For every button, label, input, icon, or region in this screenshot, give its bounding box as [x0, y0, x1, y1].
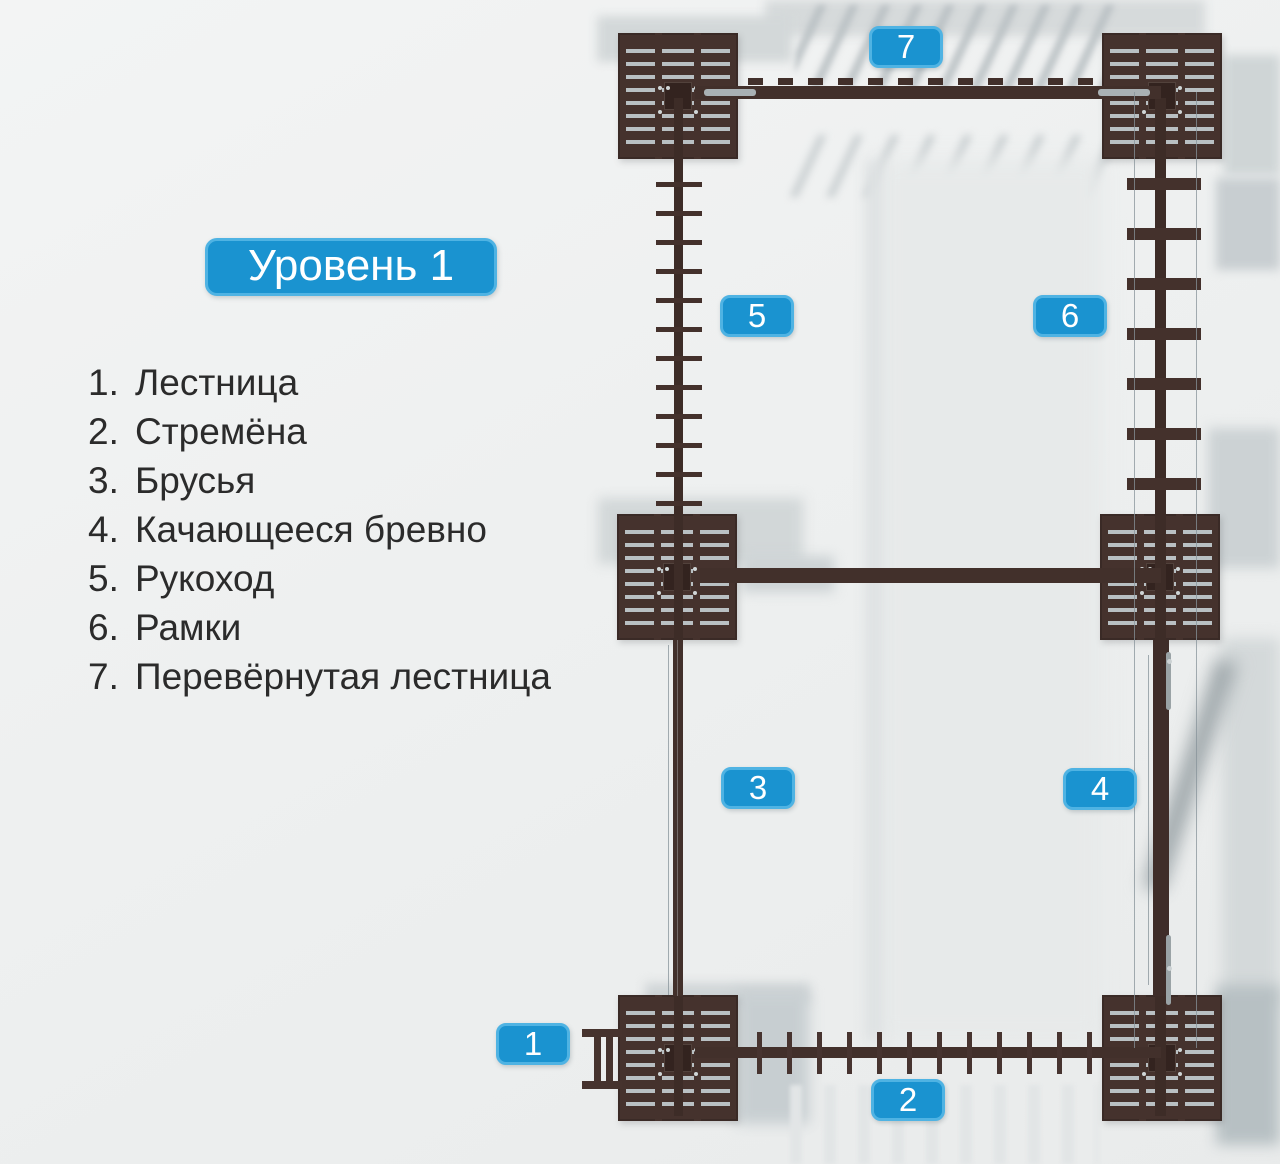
ladder-rung-2 — [606, 1029, 613, 1089]
legend-item-label: Рамки — [135, 607, 242, 648]
ghost-center-panel — [878, 160, 1102, 1040]
marker-7-inverted-ladder: 7 — [869, 26, 943, 68]
beam-latch-left — [704, 89, 756, 96]
legend-item-number: 1. — [88, 362, 119, 403]
legend-item-number: 4. — [88, 509, 119, 550]
legend-item-number: 2. — [88, 411, 119, 452]
frames-crossbars — [1127, 178, 1201, 514]
marker-2-stirrups: 2 — [871, 1079, 945, 1121]
ghost-top-band — [765, 0, 1205, 36]
legend-item-label: Рукоход — [135, 558, 275, 599]
ghost-right-block-bottom — [1216, 985, 1280, 1145]
ghost-center-edge — [866, 160, 882, 1040]
legend-item-number: 6. — [88, 607, 119, 648]
legend-item-6: 6. Рамки — [88, 603, 551, 652]
frames-cable-right — [1196, 92, 1197, 1048]
legend-item-7: 7. Перевёрнутая лестница — [88, 652, 551, 701]
inverted-ladder-beam — [695, 86, 1161, 99]
legend-item-label: Лестница — [135, 362, 299, 403]
legend-list: 1. Лестница 2. Стремёна 3. Брусья 4. Кач… — [88, 358, 551, 701]
level-title-badge: Уровень 1 — [205, 238, 497, 296]
monkey-bars-rungs — [656, 182, 702, 506]
legend-item-label: Стремёна — [135, 411, 307, 452]
legend-item-3: 3. Брусья — [88, 456, 551, 505]
log-pivot-bottom — [1167, 966, 1172, 971]
ghost-right-block-2 — [1216, 178, 1280, 270]
legend-item-label: Качающееся бревно — [135, 509, 487, 550]
left-rail — [674, 98, 683, 1116]
marker-5-monkey-bars: 5 — [720, 295, 794, 337]
ghost-right-block-4 — [1222, 638, 1280, 1006]
frames-cable-left — [1134, 92, 1135, 1048]
beam-latch-right — [1098, 89, 1150, 96]
right-rail — [1155, 98, 1166, 1116]
legend-item-number: 3. — [88, 460, 119, 501]
marker-4-swinging-log: 4 — [1063, 768, 1137, 810]
log-cable — [1148, 655, 1149, 985]
legend-item-number: 5. — [88, 558, 119, 599]
legend-item-5: 5. Рукоход — [88, 554, 551, 603]
legend-item-2: 2. Стремёна — [88, 407, 551, 456]
middle-beam — [700, 568, 1161, 583]
marker-3-parallel-bars: 3 — [721, 767, 795, 809]
ladder-rail-top — [582, 1029, 622, 1037]
legend-item-1: 1. Лестница — [88, 358, 551, 407]
log-pivot-top — [1167, 659, 1172, 664]
legend-item-label: Брусья — [135, 460, 256, 501]
inverted-ladder-rungs — [748, 78, 1098, 85]
ghost-right-block-1 — [1224, 55, 1280, 175]
ghost-hatch-lower — [790, 135, 1110, 197]
marker-6-frames: 6 — [1033, 295, 1107, 337]
stirrups-ticks — [757, 1032, 1097, 1074]
marker-1-ladder: 1 — [496, 1023, 570, 1065]
legend-item-label: Перевёрнутая лестница — [135, 656, 551, 697]
parallel-bars-cable — [668, 645, 669, 995]
ladder-rung-1 — [594, 1029, 601, 1089]
parallel-bars — [673, 640, 683, 996]
legend-item-number: 7. — [88, 656, 119, 697]
ladder-rail-bottom — [582, 1081, 622, 1089]
legend-item-4: 4. Качающееся бревно — [88, 505, 551, 554]
